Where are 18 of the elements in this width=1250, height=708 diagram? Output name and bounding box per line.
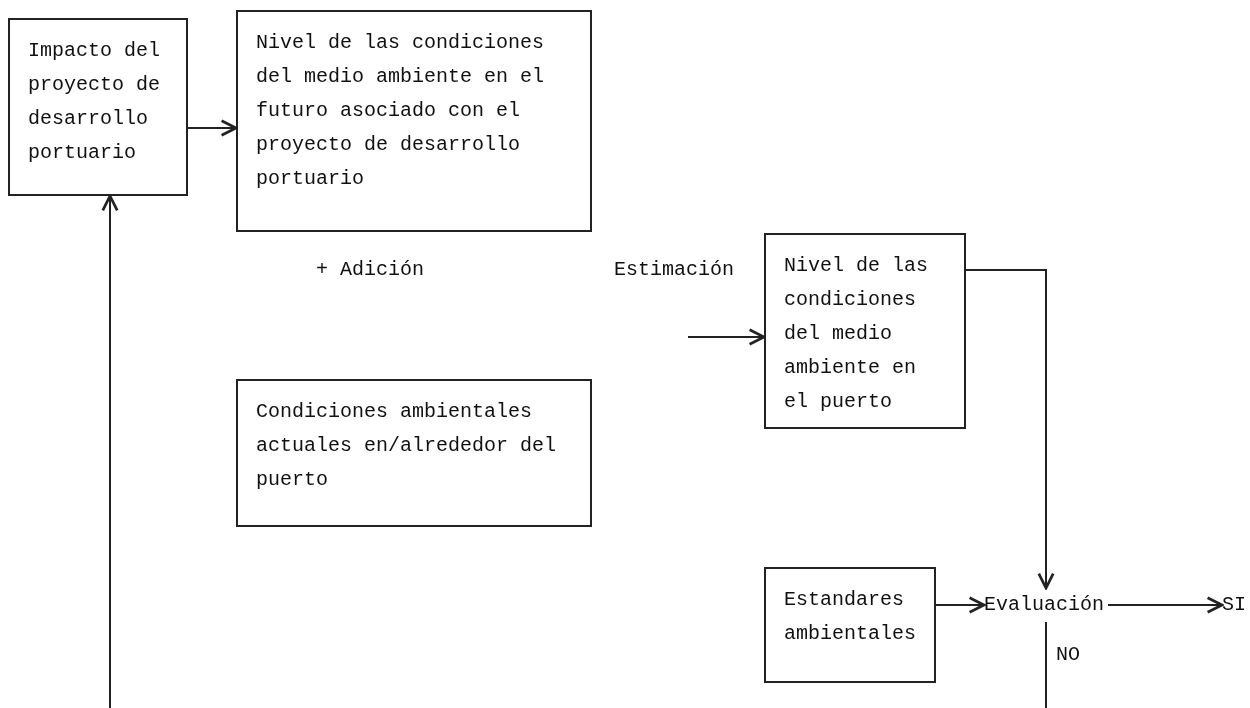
arrow: [187, 119, 238, 137]
box-text: Estandares ambientales: [784, 587, 918, 647]
arrow: [935, 596, 986, 614]
arrow: [965, 269, 1055, 590]
process-box: [236, 10, 592, 232]
box-text: Impacto del proyecto de desarrollo portuario: [28, 38, 162, 166]
arrow: [101, 194, 119, 708]
flow-label: Evaluación: [984, 592, 1106, 618]
process-box: [236, 379, 592, 527]
arrow: [687, 328, 766, 346]
box-text: Nivel de las condiciones del medio ambiente en el puerto: [784, 253, 930, 415]
process-box: [764, 233, 966, 429]
flow-label: SI: [1222, 592, 1247, 618]
process-box: [764, 567, 936, 683]
process-box: [8, 18, 188, 196]
box-text: Nivel de las condiciones del medio ambiente en el futuro asociado con el proyecto de desarrollo portuario: [256, 30, 546, 192]
box-text: Condiciones ambientales actuales en/alrededor del puerto: [256, 399, 558, 493]
arrow: [1107, 596, 1224, 614]
